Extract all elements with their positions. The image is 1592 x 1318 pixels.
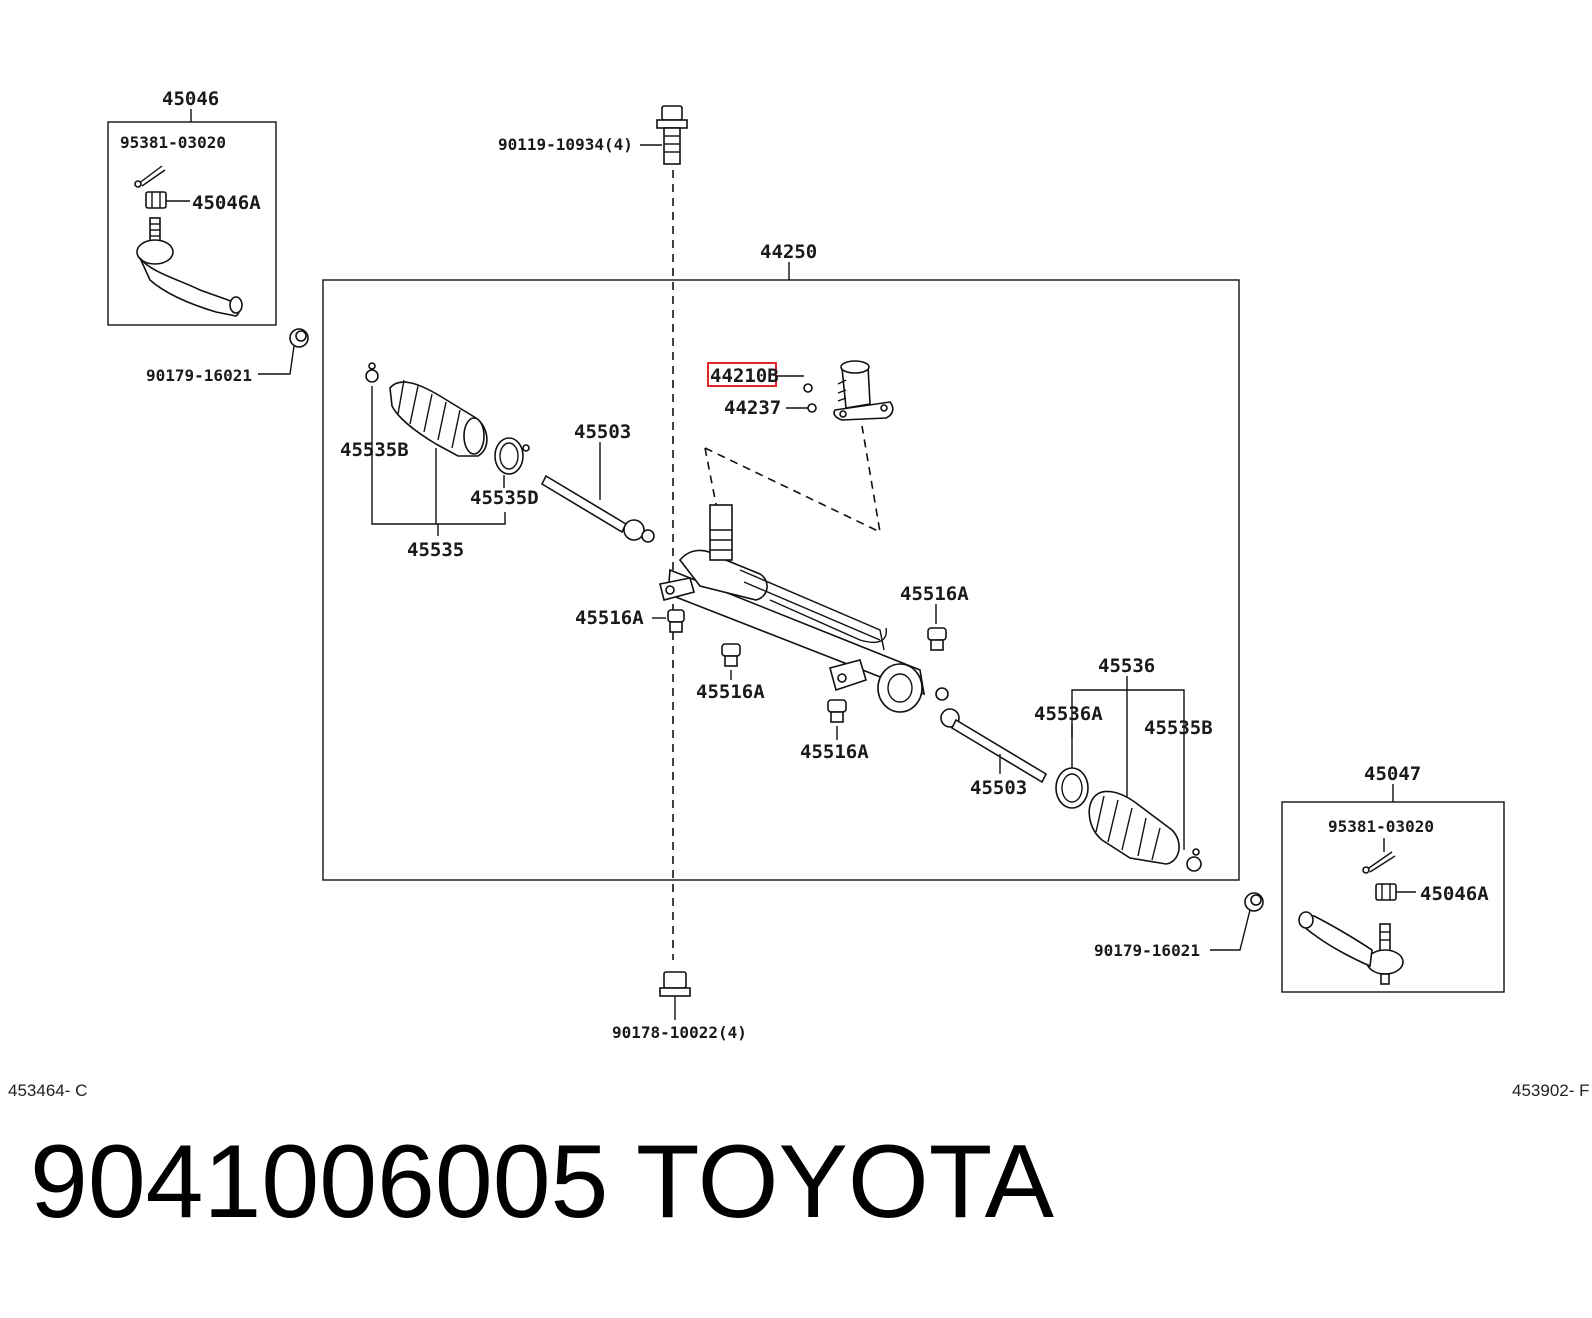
label-grommet-4[interactable]: 45516A: [800, 741, 869, 763]
label-nut-left[interactable]: 45046A: [192, 192, 261, 214]
boot-right-icon[interactable]: [1088, 790, 1180, 865]
rack-end-upper-icon[interactable]: [540, 474, 655, 543]
label-tie-rod-end-left[interactable]: 45046: [162, 88, 219, 110]
tie-rod-end-left-icon[interactable]: [136, 217, 243, 317]
tie-rod-end-left-box: [107, 121, 277, 326]
tie-rod-end-left-group: 45046 95381-03020 45046A: [107, 88, 277, 326]
small-pin-icon[interactable]: [803, 383, 813, 393]
tie-rod-end-right-icon[interactable]: [1298, 911, 1404, 985]
grommet-group: 45516A 45516A 45516A 45516A: [575, 583, 969, 763]
rack-end-upper-group: 45503: [540, 421, 655, 543]
tie-rod-end-right-group: 45047 95381-03020 45046A: [1281, 763, 1505, 993]
nut-upper-left-group: 90179-16021: [146, 328, 309, 385]
boot-right-group: 45536 45536A 45535B: [1034, 655, 1213, 872]
label-boot-right[interactable]: 45536: [1098, 655, 1155, 677]
hex-nut-lower-right-icon[interactable]: [1244, 892, 1264, 912]
bolt-icon[interactable]: [656, 105, 688, 165]
label-housing-sub[interactable]: 44210B: [710, 365, 779, 387]
label-nut-right[interactable]: 45046A: [1420, 883, 1489, 905]
steering-rack-housing-icon[interactable]: [659, 504, 949, 713]
label-grommet-3[interactable]: 45516A: [696, 681, 765, 703]
label-nut-bottom[interactable]: 90178-10022(4): [612, 1023, 747, 1042]
label-gasket[interactable]: 44237: [724, 397, 781, 419]
hex-nut-upper-left-icon[interactable]: [289, 328, 309, 348]
boot-left-icon[interactable]: [389, 379, 488, 457]
highlight-box: [707, 362, 777, 387]
label-bolt[interactable]: 90119-10934(4): [498, 135, 633, 154]
label-boot-clamp-left[interactable]: 45535B: [340, 439, 409, 461]
label-nut-lower-right[interactable]: 90179-16021: [1094, 941, 1200, 960]
label-nut-upper-left[interactable]: 90179-16021: [146, 366, 252, 385]
boot-clip-left-icon[interactable]: [494, 437, 530, 475]
bolt-group: 90119-10934(4): [498, 105, 688, 960]
cotter-pin-left-icon[interactable]: [134, 165, 166, 188]
boot-left-group: 45535B 45535D 45535: [340, 362, 539, 561]
o-ring-icon[interactable]: [807, 403, 817, 413]
footer-brand: TOYOTA: [636, 1124, 1054, 1240]
label-cotter-pin-left[interactable]: 95381-03020: [120, 133, 226, 152]
gear-assembly-box: [322, 279, 1240, 881]
castle-nut-right-icon[interactable]: [1375, 883, 1397, 901]
flange-nut-bottom-icon[interactable]: [659, 971, 691, 997]
grommet-1-icon[interactable]: [667, 609, 685, 633]
label-grommet-1[interactable]: 45516A: [575, 607, 644, 629]
nut-bottom-group: 90178-10022(4): [612, 971, 747, 1042]
pinion-housing-icon[interactable]: [833, 360, 894, 421]
label-grommet-2[interactable]: 45516A: [900, 583, 969, 605]
label-tie-rod-end-right[interactable]: 45047: [1364, 763, 1421, 785]
label-gear-assembly[interactable]: 44250: [760, 241, 817, 263]
label-rack-end-upper[interactable]: 45503: [574, 421, 631, 443]
tie-rod-end-right-box: [1281, 801, 1505, 993]
grommet-2-icon[interactable]: [927, 627, 947, 651]
grommet-4-icon[interactable]: [827, 699, 847, 723]
boot-clamp-left-icon[interactable]: [365, 362, 379, 383]
rack-end-lower-group: 45503: [940, 708, 1048, 799]
castle-nut-left-icon[interactable]: [145, 191, 167, 209]
boot-clip-right-icon[interactable]: [1055, 767, 1089, 809]
boot-clamp-right-icon[interactable]: [1186, 848, 1202, 872]
ref-code-left: 453464- C: [8, 1081, 87, 1100]
cotter-pin-right-icon[interactable]: [1362, 851, 1396, 874]
grommet-3-icon[interactable]: [721, 643, 741, 667]
label-cotter-pin-right[interactable]: 95381-03020: [1328, 817, 1434, 836]
rack-end-lower-icon[interactable]: [940, 708, 1048, 784]
label-boot-clip-right[interactable]: 45536A: [1034, 703, 1103, 725]
ref-code-right: 453902- F: [1512, 1081, 1590, 1100]
nut-lower-right-group: 90179-16021: [1094, 892, 1264, 960]
label-boot-clip-left[interactable]: 45535D: [470, 487, 539, 509]
housing-group: 44210B 44237: [704, 360, 894, 541]
label-rack-end-lower[interactable]: 45503: [970, 777, 1027, 799]
footer-part-number: 9041006005: [30, 1124, 609, 1240]
label-boot-clamp-right[interactable]: 45535B: [1144, 717, 1213, 739]
label-boot-left[interactable]: 45535: [407, 539, 464, 561]
